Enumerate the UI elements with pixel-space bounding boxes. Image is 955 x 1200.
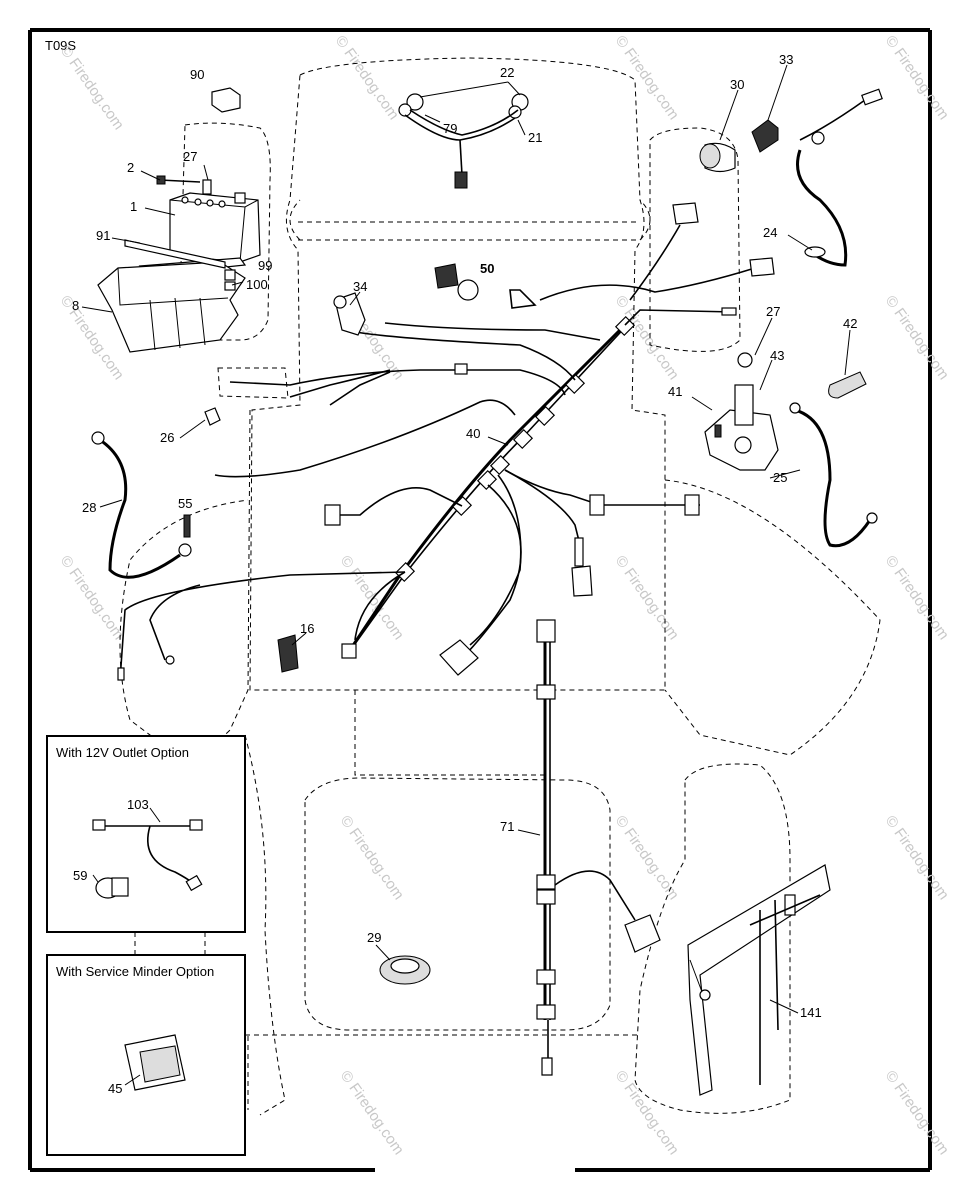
callout-label: 43 bbox=[770, 348, 784, 363]
callout-label: 42 bbox=[843, 316, 857, 331]
callout-label: 22 bbox=[500, 65, 514, 80]
cable-25 bbox=[794, 408, 872, 548]
callout-label: 55 bbox=[178, 496, 192, 511]
cable-28 bbox=[99, 438, 181, 579]
callout-label: 103 bbox=[127, 797, 149, 812]
callout-label: 16 bbox=[300, 621, 314, 636]
callout-labels: 90 27 2 1 91 99 100 8 22 79 21 30 33 24 … bbox=[72, 52, 857, 1096]
harness-71 bbox=[536, 619, 661, 1076]
part-29-inner bbox=[390, 958, 420, 974]
part-141 bbox=[687, 864, 831, 1096]
watermark: © Firedog.com bbox=[612, 813, 682, 904]
watermark: © Firedog.com bbox=[882, 553, 952, 644]
part-34-knob bbox=[333, 295, 347, 309]
watermark: © Firedog.com bbox=[337, 813, 407, 904]
watermark: © Firedog.com bbox=[337, 553, 407, 644]
leader-lines bbox=[81, 64, 851, 1086]
watermark: © Firedog.com bbox=[612, 1068, 682, 1159]
callout-label: 45 bbox=[108, 1081, 122, 1096]
watermark: © Firedog.com bbox=[882, 813, 952, 904]
diagram-code: T09S bbox=[45, 38, 76, 53]
callout-label: 90 bbox=[190, 67, 204, 82]
lower-left-terminal bbox=[165, 655, 175, 665]
callout-label: 50 bbox=[480, 261, 494, 276]
watermark: © Firedog.com bbox=[57, 43, 127, 134]
watermark: © Firedog.com bbox=[57, 553, 127, 644]
watermark: © Firedog.com bbox=[882, 33, 952, 124]
cable-25-eyelet bbox=[789, 402, 801, 414]
callout-label: 27 bbox=[766, 304, 780, 319]
callout-label: 59 bbox=[73, 868, 87, 883]
callout-label: 91 bbox=[96, 228, 110, 243]
main-harness bbox=[214, 202, 775, 676]
callout-label: 1 bbox=[130, 199, 137, 214]
watermark: © Firedog.com bbox=[332, 33, 402, 124]
part-90 bbox=[211, 87, 241, 113]
callout-label: 100 bbox=[246, 277, 268, 292]
watermark: © Firedog.com bbox=[612, 553, 682, 644]
part-91 bbox=[124, 239, 226, 269]
outlet-option-title: With 12V Outlet Option bbox=[56, 745, 189, 760]
part-33 bbox=[751, 119, 779, 153]
cable-25-eyelet bbox=[866, 512, 878, 524]
cable-28-eyelet bbox=[178, 543, 192, 557]
callout-label: 21 bbox=[528, 130, 542, 145]
callout-label: 71 bbox=[500, 819, 514, 834]
chassis-outline bbox=[119, 57, 881, 1116]
callout-label: 24 bbox=[763, 225, 777, 240]
cable-24-eyelet bbox=[804, 246, 826, 258]
lower-left-terminal bbox=[117, 667, 125, 681]
watermark: © Firedog.com bbox=[612, 33, 682, 124]
watermark: © Firedog.com bbox=[337, 1068, 407, 1159]
cable-24-connector bbox=[861, 88, 883, 106]
part-50 bbox=[434, 263, 459, 289]
watermark: © Firedog.com bbox=[882, 293, 952, 384]
part-55 bbox=[183, 514, 191, 538]
callout-label: 2 bbox=[127, 160, 134, 175]
callout-label: 33 bbox=[779, 52, 793, 67]
callout-label: 141 bbox=[800, 1005, 822, 1020]
callout-label: 34 bbox=[353, 279, 367, 294]
callout-label: 8 bbox=[72, 298, 79, 313]
cable-24 bbox=[796, 149, 848, 267]
callout-label: 26 bbox=[160, 430, 174, 445]
diagram-frame bbox=[28, 28, 932, 1172]
outlet-option-box bbox=[46, 735, 246, 933]
callout-label: 27 bbox=[183, 149, 197, 164]
callout-label: 30 bbox=[730, 77, 744, 92]
cable-24-end bbox=[799, 99, 866, 141]
part-16 bbox=[277, 634, 299, 673]
callout-label: 40 bbox=[466, 426, 480, 441]
option-box-connector bbox=[134, 932, 206, 955]
watermark: © Firedog.com bbox=[612, 293, 682, 384]
watermark: © Firedog.com bbox=[882, 1068, 952, 1159]
callout-label: 29 bbox=[367, 930, 381, 945]
service-option-title: With Service Minder Option bbox=[56, 964, 214, 979]
lower-left-wires bbox=[119, 571, 406, 681]
part-30-face bbox=[699, 143, 721, 169]
solenoid-group bbox=[704, 352, 779, 471]
service-option-box bbox=[46, 954, 246, 1156]
callout-label: 28 bbox=[82, 500, 96, 515]
part-42 bbox=[828, 371, 867, 399]
callout-label: 79 bbox=[443, 121, 457, 136]
part-26 bbox=[204, 407, 221, 426]
callout-label: 41 bbox=[668, 384, 682, 399]
callout-label: 99 bbox=[258, 258, 272, 273]
cable-28-eyelet bbox=[91, 431, 105, 445]
battery-group bbox=[97, 175, 261, 353]
headlight-assembly bbox=[398, 93, 529, 189]
callout-label: 25 bbox=[773, 470, 787, 485]
cable-24-eyelet bbox=[811, 131, 825, 145]
part-50-cap bbox=[457, 279, 479, 301]
